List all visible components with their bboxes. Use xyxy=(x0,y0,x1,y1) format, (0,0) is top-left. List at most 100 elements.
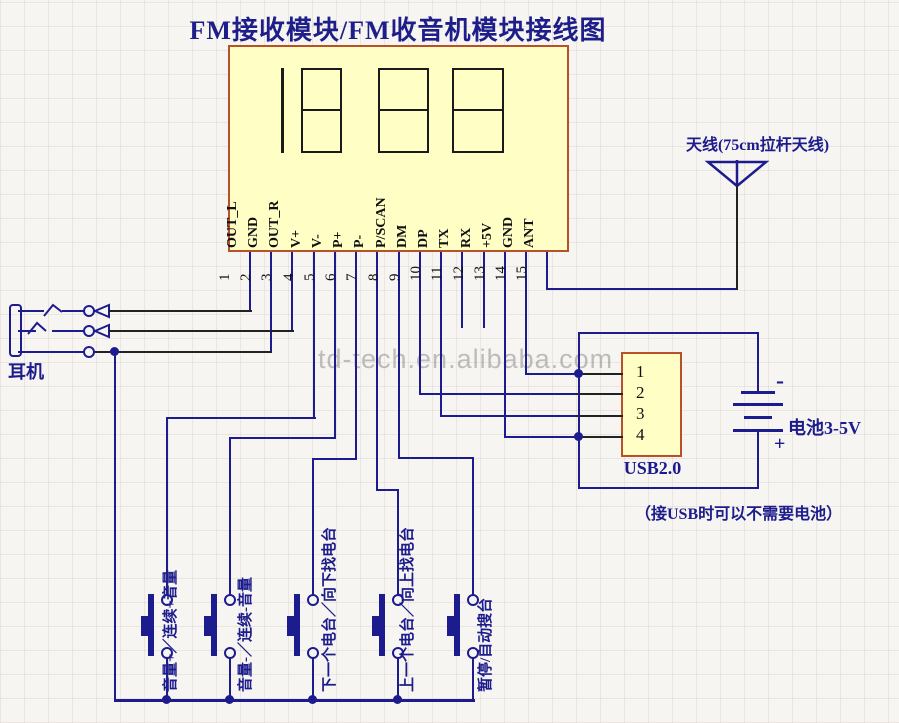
wire-segment xyxy=(114,352,116,700)
display-digit-8a-mid xyxy=(301,109,342,111)
contact-circle xyxy=(161,594,173,606)
junction-dot xyxy=(110,347,119,356)
usb-connector-box xyxy=(621,352,682,457)
jack-ring-lever xyxy=(27,321,47,335)
usb-pin-number: 3 xyxy=(636,404,645,423)
button-label: 音量-／连续-音量 xyxy=(238,577,254,692)
module-pin-label: GND xyxy=(246,216,261,248)
pin-wire-6 xyxy=(355,252,357,459)
button-label: 下一个电台／向下找电台 xyxy=(322,526,338,692)
module-pin-number: 14 xyxy=(493,266,509,281)
wire-segment xyxy=(229,437,231,596)
wire-segment xyxy=(757,430,759,488)
junction-dot xyxy=(574,369,583,378)
contact-circle xyxy=(83,325,95,337)
battery-plus-sign: + xyxy=(774,433,786,455)
wire-segment xyxy=(376,489,399,491)
contact-circle xyxy=(467,594,479,606)
contact-arrow-icon xyxy=(92,303,110,319)
wire-segment xyxy=(18,351,86,353)
module-pin-label: +5V xyxy=(480,222,495,248)
module-pin-label: P/SCAN xyxy=(374,197,389,248)
contact-circle xyxy=(467,647,479,659)
wire-segment xyxy=(741,391,775,394)
pushbutton-bar xyxy=(379,594,385,656)
wire-segment xyxy=(472,457,474,596)
contact-circle xyxy=(161,647,173,659)
pin-wire-8 xyxy=(398,252,400,459)
wire-segment xyxy=(229,437,336,439)
wire-segment xyxy=(733,429,783,432)
wire-segment xyxy=(166,418,168,596)
usb-pin-number: 4 xyxy=(636,425,645,444)
pushbutton-bar xyxy=(211,594,217,656)
wire-segment xyxy=(578,332,759,334)
module-pin-label: P- xyxy=(352,234,367,248)
wire-segment xyxy=(576,393,623,395)
pin-wire-9 xyxy=(419,252,421,394)
module-pin-label: DP xyxy=(416,229,431,248)
button-label: 暂停/自动搜台 xyxy=(478,597,494,692)
module-pin-label: OUT_L xyxy=(225,201,240,248)
module-pin-number: 7 xyxy=(344,273,360,282)
contact-circle xyxy=(224,647,236,659)
wire-segment xyxy=(18,330,36,332)
wire-segment xyxy=(578,436,623,438)
wire-segment xyxy=(52,330,86,332)
wire-segment xyxy=(312,657,314,701)
battery-label: 电池3-5V xyxy=(788,418,861,438)
pin-wire-4 xyxy=(313,252,315,419)
junction-dot xyxy=(574,432,583,441)
pushbutton-actuator-icon xyxy=(447,616,454,636)
display-digit-1 xyxy=(281,68,284,153)
pin-wire-3 xyxy=(291,252,293,331)
pushbutton-bar xyxy=(454,594,460,656)
contact-circle xyxy=(392,594,404,606)
watermark: td-tech.en.alibaba.com xyxy=(318,344,614,374)
wire-segment xyxy=(440,415,577,417)
wire-segment xyxy=(109,330,294,332)
pin-wire-5 xyxy=(334,252,336,439)
module-pin-label: DM xyxy=(395,224,410,248)
wire-segment xyxy=(419,393,577,395)
wire-segment xyxy=(576,415,623,417)
wire-segment xyxy=(733,403,783,406)
module-pin-label: GND xyxy=(501,216,516,248)
wire-segment xyxy=(578,332,580,489)
pushbutton-bar xyxy=(148,594,154,656)
contact-circle xyxy=(83,305,95,317)
pin-wire-10 xyxy=(440,252,442,416)
wire-segment xyxy=(757,332,759,392)
junction-dot xyxy=(225,695,234,704)
module-pin-number: 3 xyxy=(259,273,275,282)
module-pin-label: V- xyxy=(310,234,325,248)
pushbutton-bar xyxy=(294,594,300,656)
wire-segment xyxy=(504,436,580,438)
module-pin-number: 1 xyxy=(217,273,233,282)
wire-segment xyxy=(736,186,738,290)
module-pin-label: TX xyxy=(437,228,452,248)
wire-segment xyxy=(397,489,399,596)
battery-minus-sign: - xyxy=(776,368,784,394)
module-pin-number: 8 xyxy=(366,273,382,282)
module-pin-label: OUT_R xyxy=(267,200,282,248)
pushbutton-actuator-icon xyxy=(141,616,148,636)
junction-dot xyxy=(393,695,402,704)
contact-circle xyxy=(83,346,95,358)
wire-segment xyxy=(744,416,772,419)
module-pin-number: 9 xyxy=(387,273,403,282)
contact-arrow-icon xyxy=(92,323,110,339)
junction-dot xyxy=(308,695,317,704)
page-title: FM接收模块/FM收音机模块接线图 xyxy=(189,16,607,45)
pin-wire-1 xyxy=(249,252,251,311)
pushbutton-actuator-icon xyxy=(372,616,379,636)
wire-segment xyxy=(166,417,316,419)
contact-circle xyxy=(392,647,404,659)
wire-segment xyxy=(229,657,231,701)
wire-segment xyxy=(578,487,759,489)
pin-wire-13 xyxy=(504,252,506,437)
module-pin-number: 13 xyxy=(472,266,488,281)
usb-label: USB2.0 xyxy=(623,458,682,478)
button-label: 上一个电台／向上找电台 xyxy=(400,526,416,692)
